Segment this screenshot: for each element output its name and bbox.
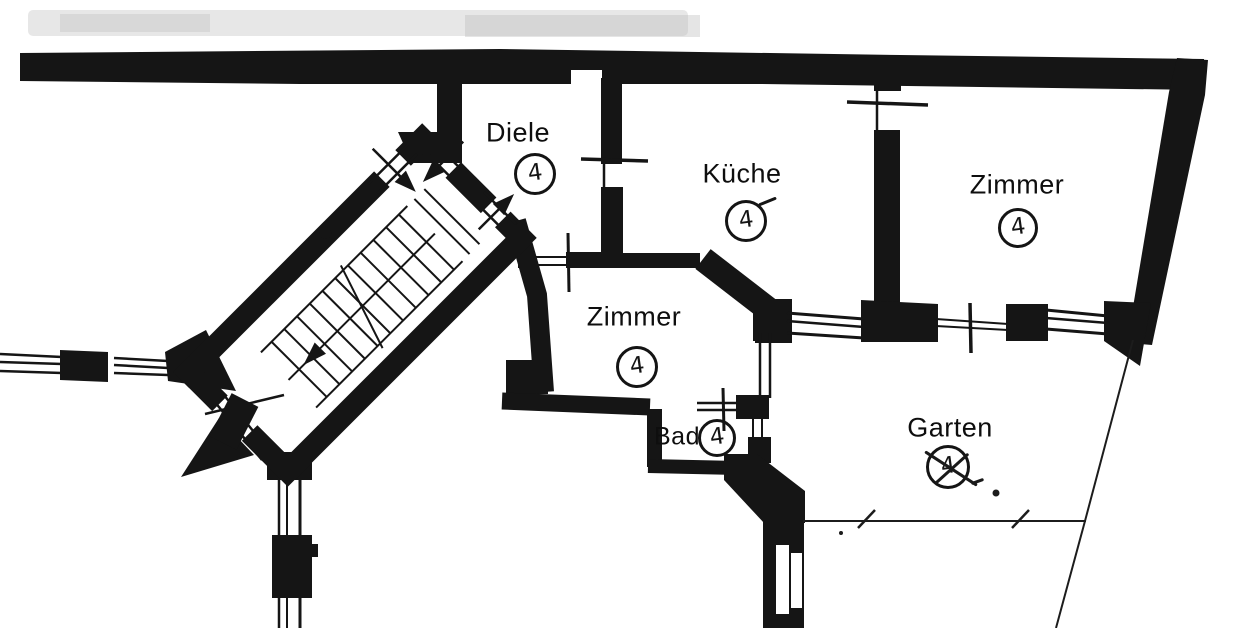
wall-top-band <box>20 49 1204 91</box>
room-number-circle-diele: 4 <box>514 153 556 195</box>
garten-boundary <box>803 339 1134 628</box>
room-number-kueche: 4 <box>736 205 755 234</box>
staircase-icon <box>260 188 481 409</box>
room-number-diele: 4 <box>525 158 544 187</box>
room-number-bad: 4 <box>707 422 726 451</box>
room-number-circle-zimmer-mitte: 4 <box>616 346 658 388</box>
window-zimmer-mitte-east <box>753 313 786 398</box>
door-wing-ne-lower <box>473 190 518 235</box>
column-dot <box>319 226 332 239</box>
room-number-zimmer-rechts: 4 <box>1008 212 1027 241</box>
room-number-zimmer-mitte: 4 <box>627 351 646 380</box>
stair-wing <box>173 123 537 487</box>
walls-bad <box>647 387 771 475</box>
room-label-zimmer-rechts: Zimmer <box>969 169 1065 200</box>
wall-south-windows <box>786 300 1151 366</box>
wall-kueche-zimmer-divider <box>846 78 929 308</box>
room-number-circle-garten-crossed-out: 4 <box>924 445 985 489</box>
room-label-zimmer-mitte: Zimmer <box>586 301 682 332</box>
door-wing-diele <box>418 135 468 185</box>
stray-speck <box>839 531 843 535</box>
room-label-garten: Garten <box>907 412 993 443</box>
scan-smudge <box>28 10 700 37</box>
wall-below-bad <box>724 454 805 628</box>
stray-mark <box>992 489 1000 497</box>
room-label-diele: Diele <box>485 117 551 148</box>
wall-zimmer-mitte-bottom <box>501 392 651 416</box>
wall-right-slant <box>1127 58 1208 345</box>
room-label-bad: Bad <box>654 422 700 451</box>
room-label-kueche: Küche <box>702 158 782 189</box>
door-wing-nw <box>367 143 419 195</box>
entrance-arrow-icon <box>181 393 259 477</box>
room-number-circle-kueche: 4 <box>725 196 777 242</box>
room-number-circle-bad: 4 <box>698 419 736 457</box>
room-number-circle-zimmer-rechts: 4 <box>998 208 1038 248</box>
